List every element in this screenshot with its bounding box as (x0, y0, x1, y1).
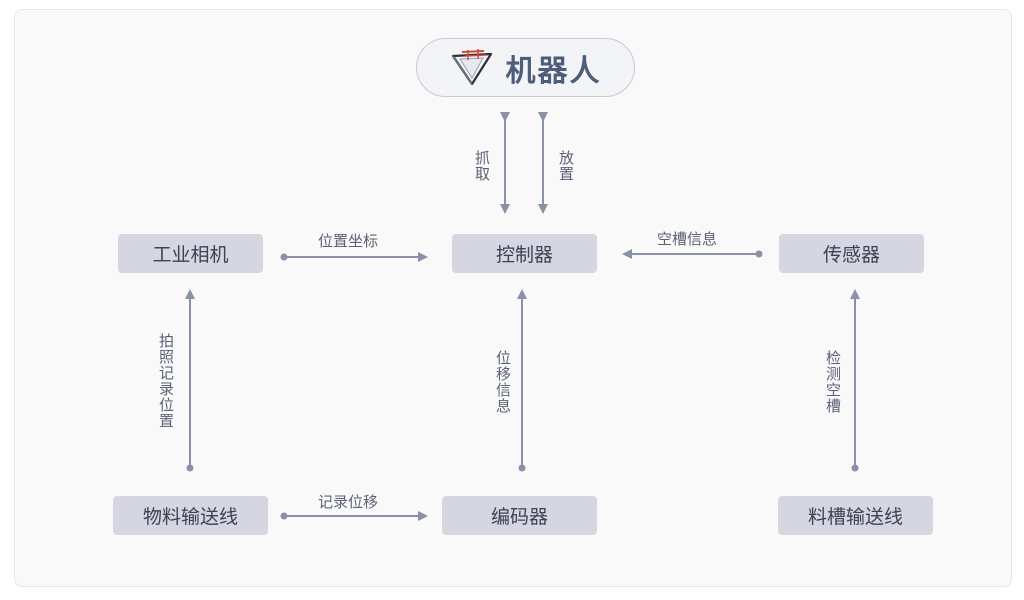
node-industrial-camera[interactable]: 工业相机 (118, 234, 263, 273)
edge-label-detect-empty-slot: 检测空槽 (824, 350, 842, 414)
diagram-frame (14, 9, 1012, 587)
node-controller[interactable]: 控制器 (452, 234, 597, 273)
edge-label-displacement-info: 位移信息 (494, 350, 512, 414)
node-robot-label: 机器人 (505, 53, 602, 89)
node-sensor[interactable]: 传感器 (779, 234, 924, 273)
node-industrial-camera-label: 工业相机 (152, 244, 229, 266)
node-encoder[interactable]: 编码器 (442, 496, 597, 535)
edge-label-empty-slot-info: 空槽信息 (657, 230, 718, 248)
node-trough-conveyor-label: 料槽输送线 (807, 506, 903, 528)
edge-label-position-coords: 位置坐标 (318, 232, 379, 250)
node-trough-conveyor[interactable]: 料槽输送线 (778, 496, 933, 535)
node-encoder-label: 编码器 (490, 506, 548, 528)
node-robot[interactable]: 机器人 (416, 38, 635, 97)
edge-label-grab: 抓取 (473, 150, 491, 182)
robot-arm-icon (451, 48, 492, 85)
node-material-conveyor-label: 物料输送线 (142, 506, 238, 528)
node-sensor-label: 传感器 (822, 244, 880, 266)
edge-label-photo-record-position: 拍照记录位置 (157, 333, 175, 429)
node-controller-label: 控制器 (495, 244, 553, 266)
edge-label-place: 放置 (557, 150, 575, 182)
edge-label-record-displacement: 记录位移 (318, 493, 379, 511)
node-material-conveyor[interactable]: 物料输送线 (113, 496, 268, 535)
